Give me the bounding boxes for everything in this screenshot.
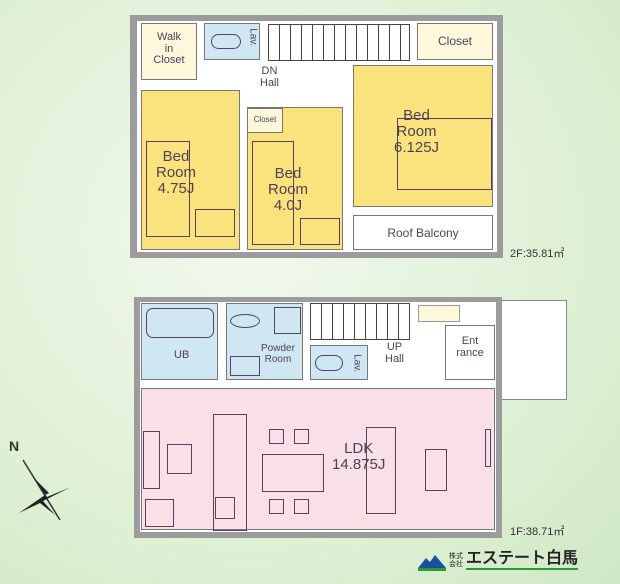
chair-icon	[269, 429, 284, 444]
entrance: Ent rance	[445, 325, 495, 380]
dn-hall-label: DN Hall	[260, 65, 279, 89]
chair-icon	[269, 499, 284, 514]
pantry-icon	[145, 499, 174, 527]
bed-room-b-label: Bed Room 4.0J	[268, 165, 309, 214]
mountain-logo-icon	[418, 555, 446, 571]
porch	[500, 300, 567, 400]
low-table-icon	[425, 449, 447, 491]
floor2-area-label: 2F:35.81㎡	[510, 248, 565, 260]
chair-icon	[294, 499, 309, 514]
lav-2f-label: Lav.	[247, 28, 259, 47]
cupboard-icon	[143, 431, 160, 489]
logo-name: エステート白馬	[466, 550, 579, 570]
chair-icon	[294, 429, 309, 444]
washer-icon	[274, 307, 301, 334]
closet-2f-large: Closet	[417, 23, 493, 60]
company-logo: 株式会社 エステート白馬	[418, 550, 579, 574]
closet-2f-small: Closet	[247, 108, 283, 133]
compass: N	[5, 435, 75, 530]
bed-icon	[252, 141, 294, 245]
ldk-label: LDK 14.875J	[332, 440, 386, 473]
kitchen-counter-icon	[213, 414, 247, 531]
toilet-icon	[211, 34, 241, 49]
ldk: LDK 14.875J	[141, 388, 495, 531]
sofa-icon	[366, 427, 396, 514]
ub-label: UB	[174, 349, 190, 361]
logo-prefix: 株式会社	[449, 553, 463, 568]
up-hall-label: UP Hall	[385, 341, 404, 365]
bed-icon	[146, 141, 190, 237]
stairs-2f	[268, 24, 410, 61]
bathtub-icon	[146, 308, 214, 338]
bed-room-c: Bed Room 6.125J	[353, 65, 493, 207]
closet-2f-small-label: Closet	[253, 115, 277, 124]
floor1-area-label: 1F:38.71㎡	[510, 526, 565, 538]
bed-icon	[397, 118, 492, 190]
desk-icon	[195, 209, 235, 237]
fridge-icon	[167, 444, 192, 474]
walk-in-closet: Walk in Closet	[141, 23, 197, 80]
bed-room-c-label: Bed Room 6.125J	[394, 107, 440, 156]
stairs-1f	[310, 303, 410, 340]
desk-icon	[300, 218, 340, 245]
dining-table-icon	[262, 454, 324, 492]
roof-balcony: Roof Balcony	[353, 215, 493, 250]
sink-icon	[230, 314, 260, 328]
lav-1f: Lav.	[310, 345, 368, 380]
powder-room-label: Powder Room	[261, 343, 295, 365]
roof-balcony-label: Roof Balcony	[387, 226, 459, 240]
north-label: N	[9, 438, 20, 454]
walk-in-closet-label: Walk in Closet	[153, 31, 185, 67]
shoe-cabinet	[418, 305, 460, 322]
stove-icon	[215, 497, 235, 519]
powder-room: Powder Room	[226, 303, 303, 380]
lav-2f: Lav.	[204, 23, 260, 60]
bed-room-a-label: Bed Room 4.75J	[156, 148, 197, 197]
tv-icon	[485, 429, 491, 467]
closet-2f-large-label: Closet	[437, 34, 472, 48]
up-hall: UP Hall	[373, 340, 441, 380]
toilet-icon	[315, 355, 343, 371]
lav-1f-label: Lav.	[351, 354, 363, 373]
shelf-icon	[230, 356, 260, 376]
entrance-label: Ent rance	[456, 335, 484, 359]
compass-rose-icon	[19, 459, 71, 521]
bed-room-a: Bed Room 4.75J	[141, 90, 240, 250]
unit-bath: UB	[141, 303, 218, 380]
